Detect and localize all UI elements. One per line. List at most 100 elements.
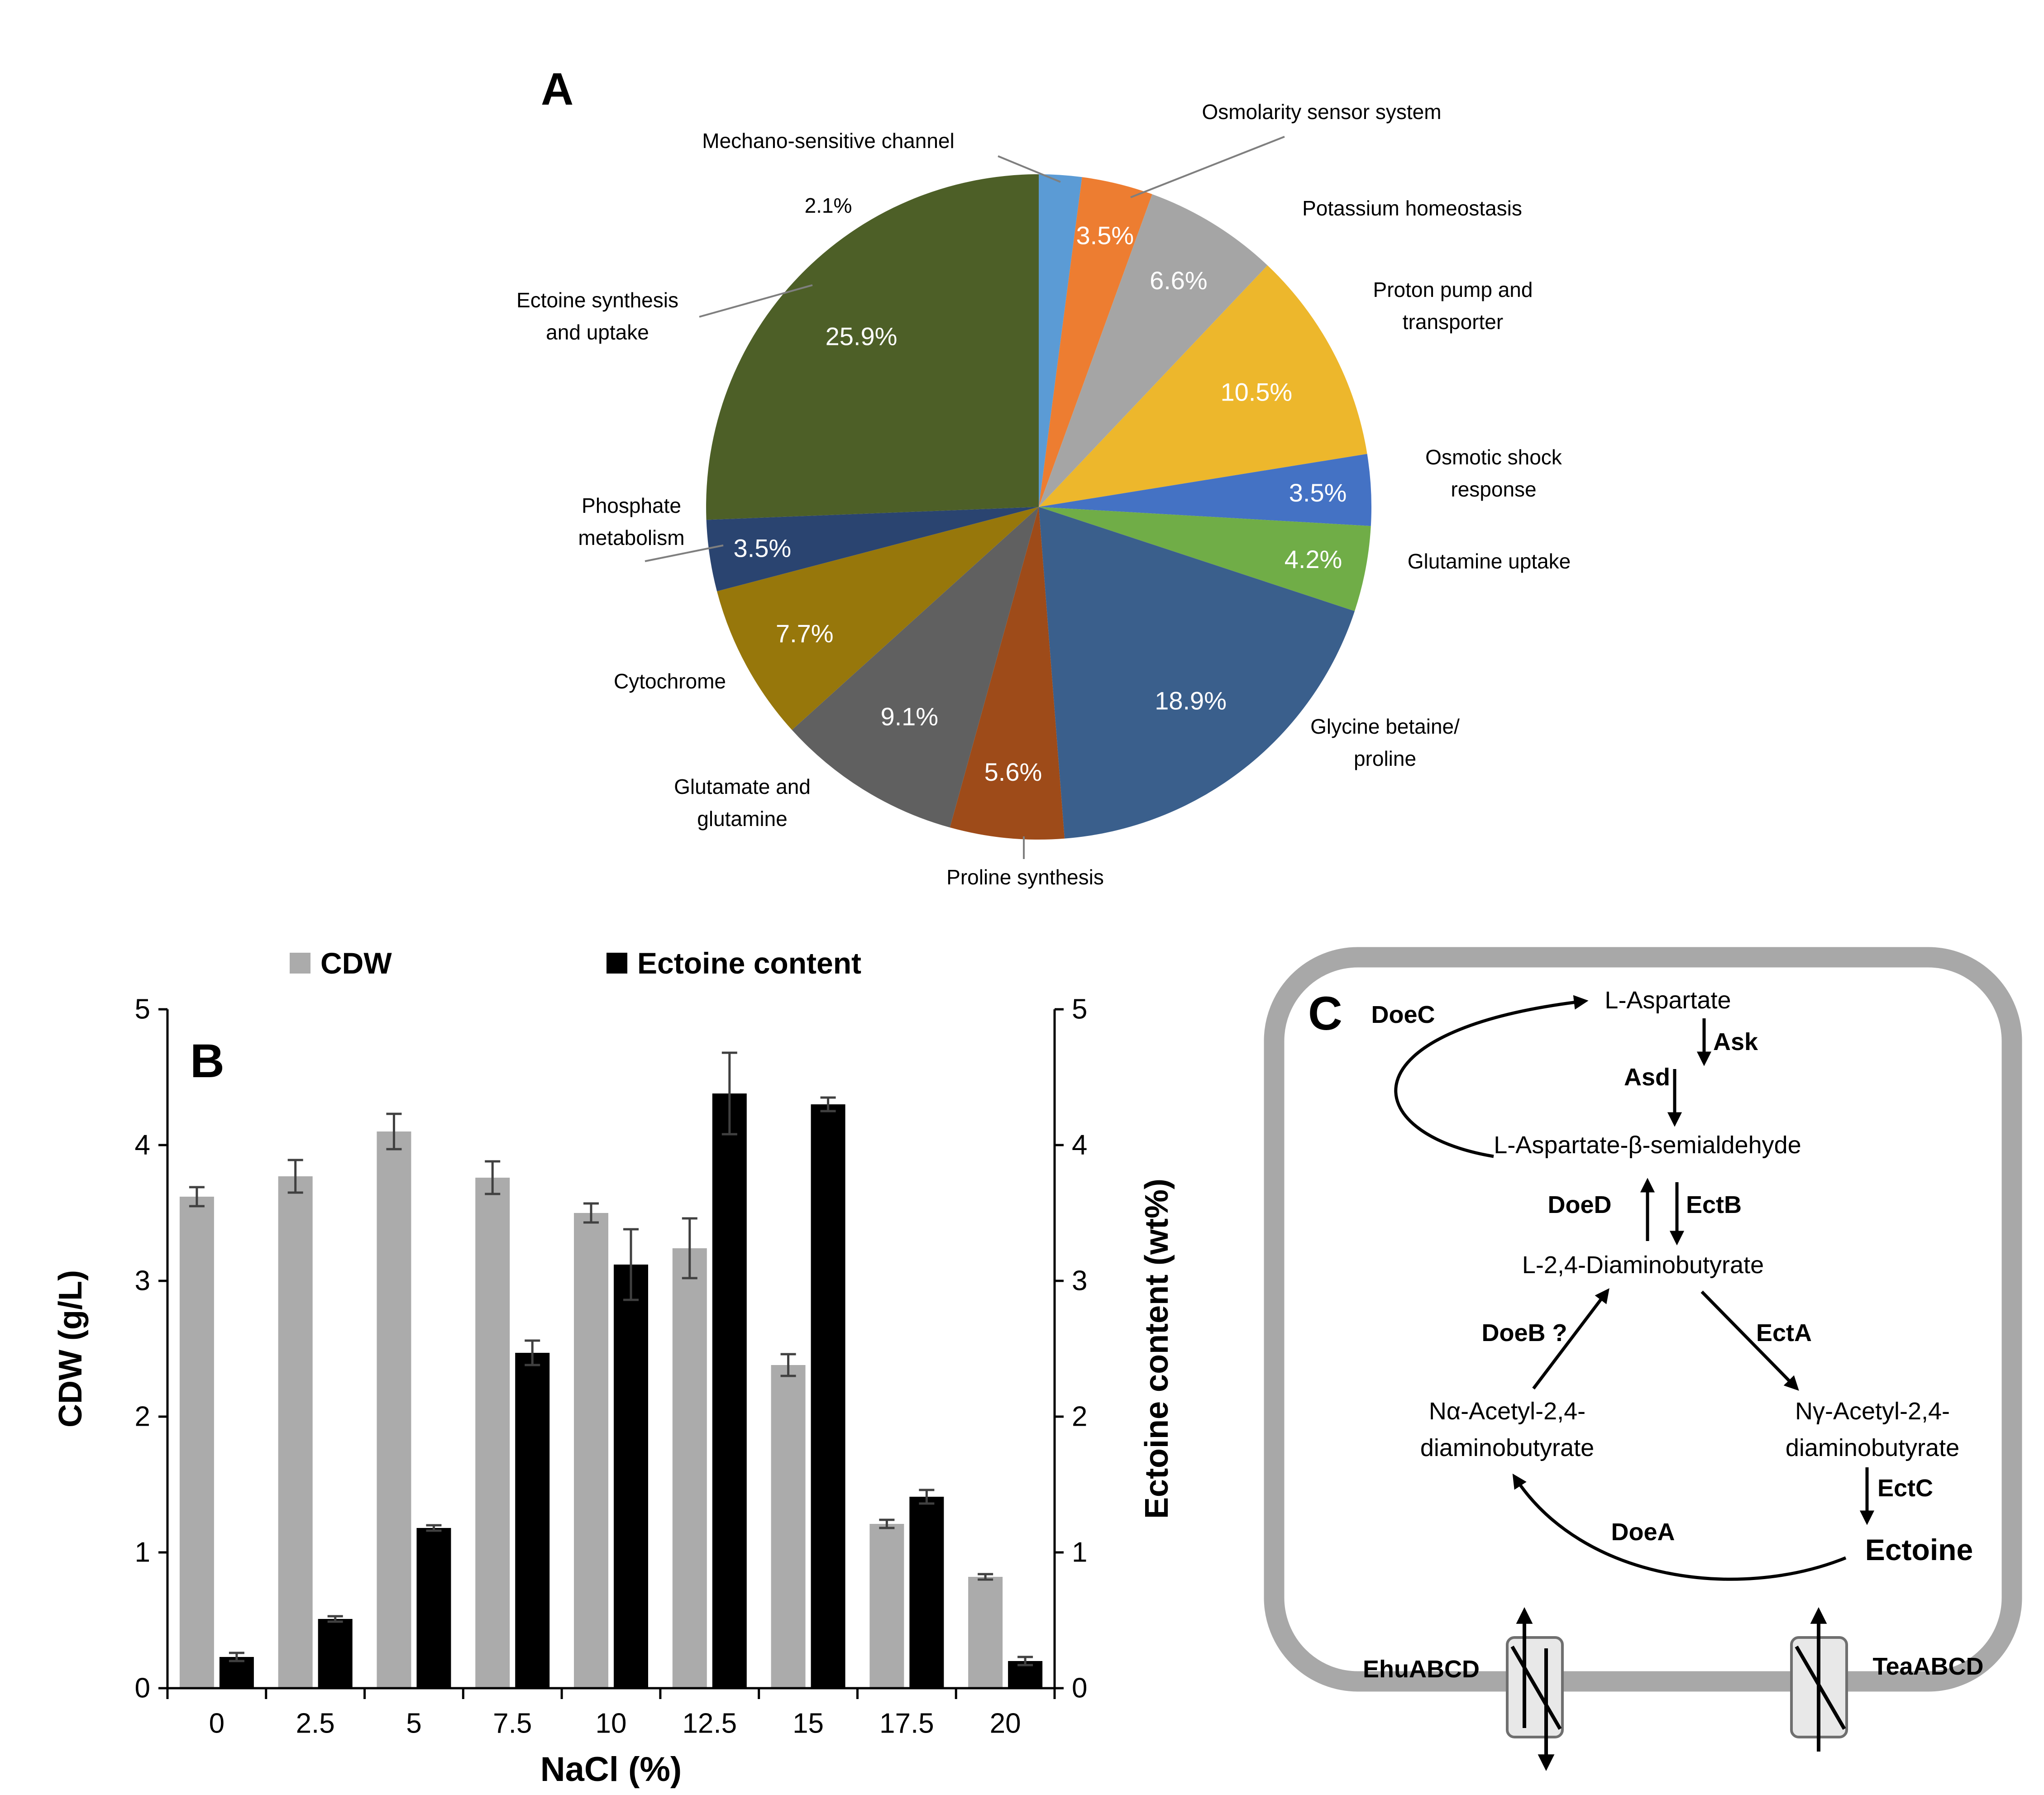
pie-label-phosphate-metabolism: Phosphate metabolism bbox=[578, 494, 685, 550]
error-bar bbox=[583, 1202, 599, 1224]
bar-cdw-12.5 bbox=[672, 1248, 707, 1688]
node-ehuabcd: EhuABCD bbox=[1363, 1656, 1480, 1683]
node-doed: DoeD bbox=[1547, 1191, 1612, 1218]
legend-label-cdw: CDW bbox=[320, 946, 392, 980]
doea-arrow bbox=[1512, 1473, 1847, 1581]
node-ask: Ask bbox=[1713, 1028, 1758, 1055]
error-bar bbox=[721, 1051, 737, 1136]
legend-item-cdw: CDW bbox=[290, 946, 392, 980]
ecta-arrow bbox=[1700, 1290, 1799, 1391]
bar-cdw-20 bbox=[968, 1577, 1003, 1688]
pie-label-glutamate-glutamine: Glutamate and glutamine bbox=[674, 775, 811, 831]
error-bar bbox=[820, 1096, 836, 1112]
y-tick-label-right: 4 bbox=[1072, 1130, 1087, 1161]
node-doeb: DoeB ? bbox=[1481, 1319, 1567, 1346]
pie-label-proline-synthesis: Proline synthesis bbox=[946, 865, 1104, 889]
pie-pct-label: 3.5% bbox=[1289, 478, 1347, 507]
node-aspartate-semialdehyde: L-Aspartate-β-semialdehyde bbox=[1494, 1131, 1801, 1159]
doeb-arrow bbox=[1532, 1288, 1609, 1390]
error-bar bbox=[386, 1112, 402, 1151]
pie-label-mechano-sensitive-channel: Mechano-sensitive channel 2.1% bbox=[674, 93, 982, 254]
bar-ectoine-10 bbox=[614, 1265, 648, 1688]
pie-slice-8 bbox=[792, 507, 1039, 828]
error-bar bbox=[780, 1353, 796, 1377]
y-axis-title-right: Ectoine content (wt%) bbox=[1139, 1179, 1175, 1519]
leader-lines bbox=[645, 136, 1285, 859]
leader-mechano bbox=[998, 155, 1061, 183]
bar-cdw-10 bbox=[574, 1213, 608, 1688]
doec-arrow bbox=[1394, 995, 1589, 1158]
error-bar bbox=[426, 1524, 442, 1532]
leader-ectoine-synthesis bbox=[699, 284, 813, 318]
x-tick-label: 10 bbox=[596, 1708, 627, 1739]
panel-letter-a: A bbox=[541, 64, 574, 115]
pie-label-osmolarity-sensor-system: Osmolarity sensor system bbox=[1202, 100, 1442, 124]
pie-slice-7 bbox=[950, 507, 1065, 840]
leader-osmolarity bbox=[1130, 136, 1285, 198]
pie-label-text: Mechano-sensitive channel bbox=[702, 129, 955, 153]
node-ectc: EctC bbox=[1877, 1475, 1934, 1502]
x-tick-label: 7.5 bbox=[493, 1708, 532, 1739]
node-diaminobutyrate: L-2,4-Diaminobutyrate bbox=[1522, 1251, 1764, 1279]
pie-slice-3 bbox=[1039, 265, 1367, 507]
node-asd: Asd bbox=[1624, 1064, 1670, 1091]
error-bar bbox=[287, 1159, 303, 1194]
legend-label-ectoine: Ectoine content bbox=[637, 946, 862, 980]
pie-slice-9 bbox=[717, 507, 1039, 730]
error-bar bbox=[682, 1217, 697, 1279]
x-tick-label: 12.5 bbox=[682, 1708, 737, 1739]
pie-pct-label: 3.5% bbox=[733, 534, 791, 562]
node-na-acetyl-dab: Nα-Acetyl-2,4- diaminobutyrate bbox=[1420, 1398, 1595, 1461]
pie-chart-svg: 3.5%6.6%10.5%3.5%4.2%18.9%5.6%9.1%7.7%3.… bbox=[645, 136, 1372, 859]
node-ectb: EctB bbox=[1686, 1191, 1742, 1218]
bar-ectoine-15 bbox=[811, 1104, 845, 1688]
pie-slice-1 bbox=[1039, 177, 1152, 507]
pie-slice-4 bbox=[1039, 454, 1372, 526]
pie-label-osmotic-shock-response: Osmotic shock response bbox=[1425, 445, 1562, 501]
y-tick-label-left: 4 bbox=[135, 1130, 150, 1161]
x-tick-label: 2.5 bbox=[296, 1708, 335, 1739]
error-bar bbox=[978, 1573, 993, 1581]
x-axis-title: NaCl (%) bbox=[540, 1750, 682, 1789]
y-tick-label-right: 2 bbox=[1072, 1401, 1087, 1432]
bar-cdw-0 bbox=[179, 1197, 214, 1688]
error-bar bbox=[327, 1615, 343, 1623]
y-axis-title-left: CDW (g/L) bbox=[53, 1270, 89, 1427]
x-tick-label: 5 bbox=[406, 1708, 421, 1739]
error-bar bbox=[1017, 1656, 1033, 1666]
pie-pct-label: 18.9% bbox=[1155, 687, 1227, 715]
node-ng-acetyl-dab: Nγ-Acetyl-2,4- diaminobutyrate bbox=[1785, 1398, 1960, 1461]
error-bar bbox=[525, 1339, 540, 1366]
pie-label-potassium-homeostasis: Potassium homeostasis bbox=[1302, 196, 1522, 220]
error-bar bbox=[229, 1652, 244, 1662]
pie-slice-6 bbox=[1039, 507, 1355, 839]
x-tick-label: 15 bbox=[793, 1708, 824, 1739]
bar-ectoine-12.5 bbox=[712, 1093, 747, 1688]
pie-slice-11 bbox=[706, 174, 1039, 520]
pie-label-ectoine-synthesis-uptake: Ectoine synthesis and uptake bbox=[516, 288, 678, 344]
y-tick-label-left: 3 bbox=[135, 1265, 150, 1297]
channel-line bbox=[1510, 1645, 1562, 1730]
y-tick-label-right: 0 bbox=[1072, 1673, 1087, 1704]
pie-pct-label: 10.5% bbox=[1220, 377, 1292, 406]
pie-pct-label: 6.6% bbox=[1150, 266, 1208, 295]
pie-label-pct: 2.1% bbox=[804, 193, 852, 217]
panel-c-pathway: C DoeC L-Aspartate Ask Asd L-Aspartate-β… bbox=[1222, 928, 2044, 1795]
bar-ectoine-7.5 bbox=[515, 1353, 550, 1688]
node-teaabcd: TeaABCD bbox=[1872, 1653, 1984, 1680]
bar-ectoine-2.5 bbox=[318, 1619, 353, 1688]
pie-label-cytochrome: Cytochrome bbox=[614, 669, 726, 693]
pie-pct-label: 3.5% bbox=[1076, 221, 1134, 250]
node-doec: DoeC bbox=[1371, 1001, 1435, 1028]
pie-label-glutamine-uptake: Glutamine uptake bbox=[1407, 549, 1571, 573]
pie-slice-0 bbox=[1039, 174, 1082, 507]
y-tick-label-left: 5 bbox=[135, 994, 150, 1025]
bar-ectoine-17.5 bbox=[909, 1497, 944, 1688]
y-tick-label-left: 2 bbox=[135, 1401, 150, 1432]
legend-item-ectoine: Ectoine content bbox=[607, 946, 861, 980]
panel-letter-c: C bbox=[1308, 987, 1342, 1040]
bar-cdw-7.5 bbox=[475, 1178, 510, 1688]
y-tick-label-right: 3 bbox=[1072, 1265, 1087, 1297]
